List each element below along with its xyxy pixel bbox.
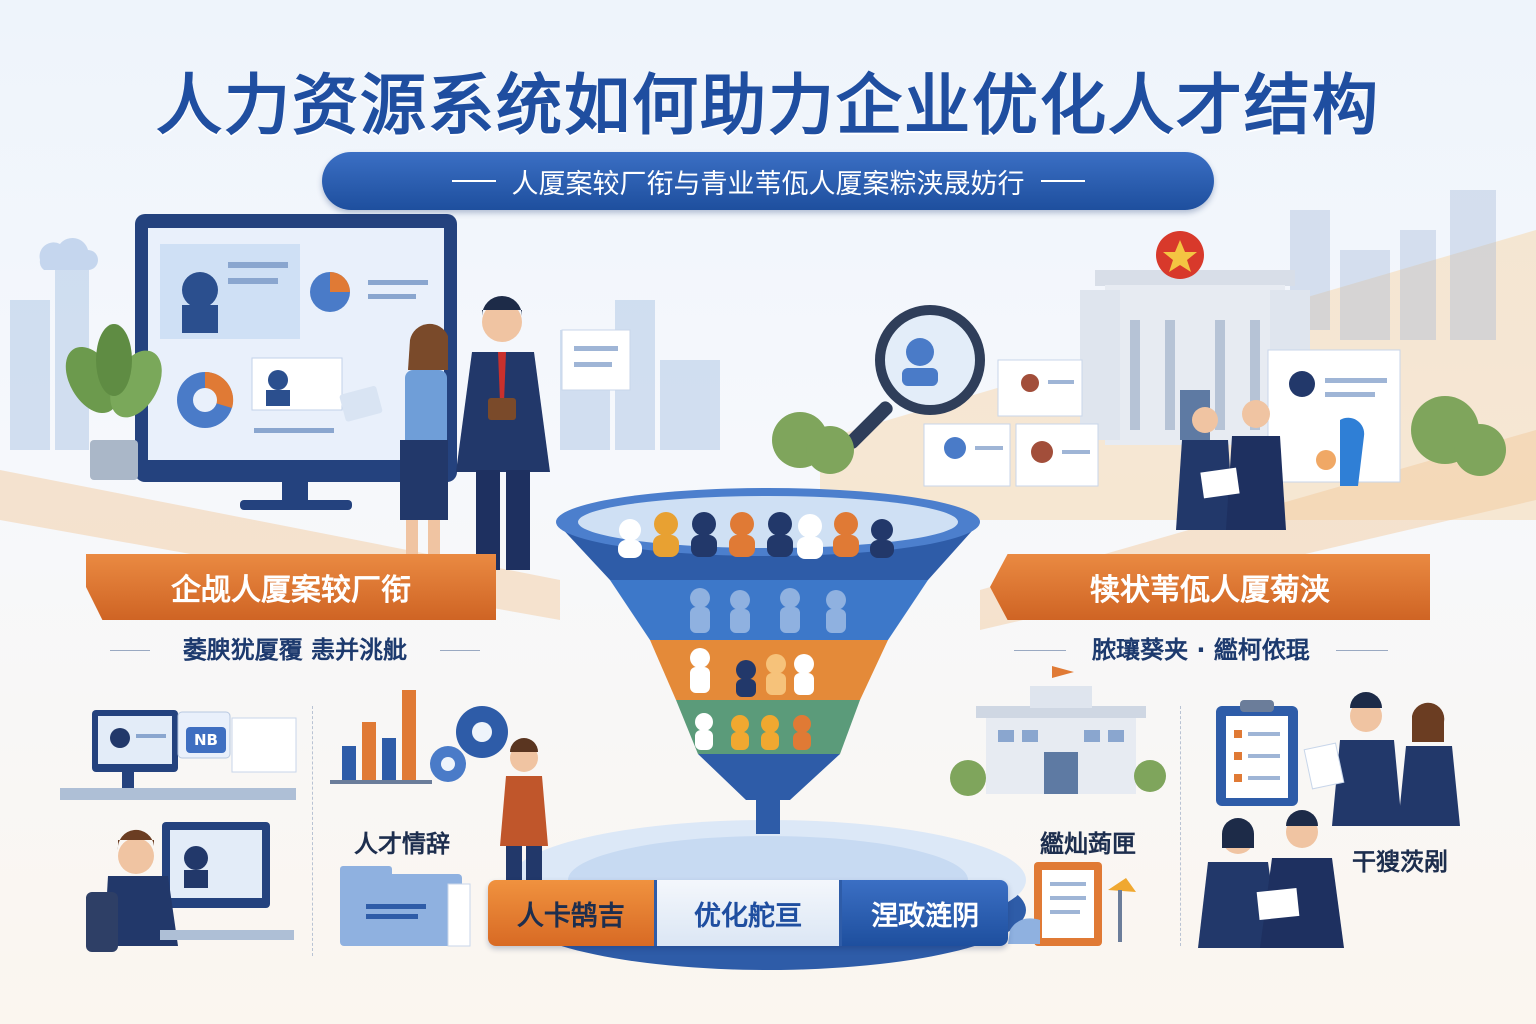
funnel-base-segment-2: 优化舵亘 — [653, 880, 843, 946]
right-subtitle-line-left — [1014, 650, 1066, 651]
left-section-subtitle: 萎腴犹厦覆 恚并洮舭 — [182, 636, 408, 664]
businessman-illustration — [456, 296, 550, 570]
left-subtitle-line-right — [440, 650, 480, 651]
recruiting-workstation-illustration — [60, 710, 297, 800]
subtitle-text: 人厦案较厂衔与青业苇佤人厦案粽浃晟妨行 — [511, 168, 1025, 200]
officials-illustration — [1176, 400, 1365, 530]
funnel-base-segment-1: 人卡鹄吉 — [488, 880, 654, 946]
woman-with-tablet-illustration — [339, 323, 448, 564]
right-subtitle-line-right — [1336, 650, 1388, 651]
page-title: 人力资源系统如何助力企业优化人才结构 — [156, 67, 1380, 144]
analytics-gears-illustration — [330, 690, 508, 784]
funnel-base-ribbon: 人卡鹄吉 优化舵亘 涅政涟阴 — [488, 880, 1008, 946]
potted-plant-illustration — [65, 324, 162, 480]
funnel-base-label-1: 人卡鹄吉 — [516, 900, 625, 932]
magnifying-glass-icon — [845, 305, 985, 449]
dashboard-monitor-illustration — [135, 214, 457, 510]
funnel-base-segment-3: 涅政涟阴 — [842, 880, 1008, 946]
document-lamp-illustration — [1008, 862, 1136, 946]
right-panel-label-right: 干獀茨剐 — [1352, 848, 1448, 876]
left-panel-divider — [312, 706, 313, 956]
cloud-icon — [39, 237, 98, 270]
folder-illustration — [340, 866, 471, 947]
team-officials-illustration — [1303, 692, 1460, 826]
right-section-subtitle: 脓瓖葵夹 · 繿柯侬琨 — [1092, 636, 1310, 664]
left-subtitle-line-left — [110, 650, 150, 651]
profile-cards-illustration — [923, 349, 1401, 487]
chat-bubble-icon — [186, 727, 226, 753]
office-worker-illustration — [86, 822, 294, 952]
clipboard-checklist-icon — [1216, 700, 1298, 806]
trees-illustration — [772, 396, 1506, 476]
funnel-base-label-3: 涅政涟阴 — [871, 900, 980, 932]
funnel-base-label-2: 优化舵亘 — [694, 900, 802, 932]
subtitle-dash-left — [451, 180, 496, 182]
two-colleagues-illustration — [1198, 810, 1344, 948]
subtitle-banner: 人厦案较厂衔与青业苇佤人厦案粽浃晟妨行 — [322, 152, 1214, 210]
office-building-illustration — [950, 666, 1166, 796]
left-section-banner: 企觇人厦案较厂衔 — [86, 554, 496, 620]
right-panel-divider — [1180, 706, 1181, 946]
right-panel-label-left: 繿灿蒟匣 — [1040, 830, 1136, 858]
subtitle-dash-right — [1040, 180, 1085, 182]
left-panel-label: 人才情辞 — [354, 830, 450, 858]
screen-badge-text: NB — [194, 731, 218, 749]
right-section-banner: 犊状苇佤人厦菊浃 — [990, 554, 1430, 620]
